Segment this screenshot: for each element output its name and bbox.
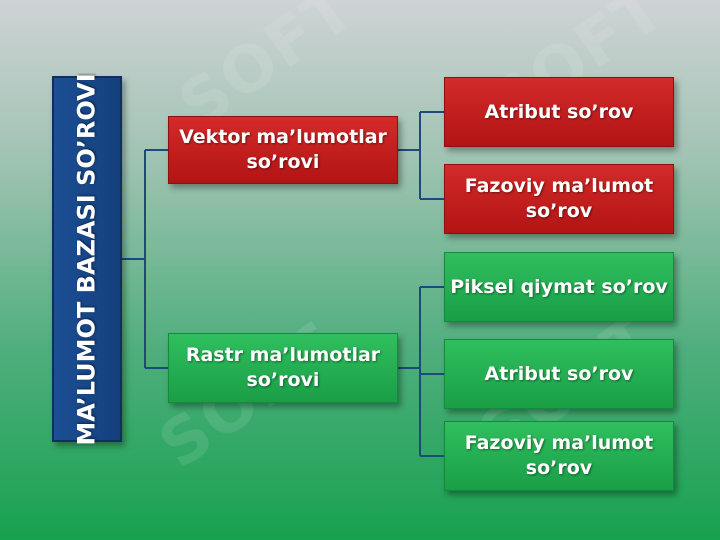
leaf-label: Atribut so’rov bbox=[484, 100, 634, 123]
leaf-label: Atribut so’rov bbox=[484, 362, 634, 385]
branch-vektor-label: Vektor ma’lumotlar so’rovi bbox=[179, 126, 387, 173]
leaf-rastr-fazoviy: Fazoviy ma’lumot so’rov bbox=[444, 421, 674, 491]
leaf-label: Fazoviy ma’lumot so’rov bbox=[464, 175, 654, 222]
leaf-vektor-atribut: Atribut so’rov bbox=[444, 77, 674, 147]
leaf-rastr-atribut: Atribut so’rov bbox=[444, 339, 674, 409]
root-label: MA’LUMOT BAZASI SO’ROVI bbox=[72, 72, 101, 446]
branch-vektor: Vektor ma’lumotlar so’rovi bbox=[168, 116, 398, 184]
leaf-label: Fazoviy ma’lumot so’rov bbox=[464, 432, 654, 479]
leaf-rastr-piksel: Piksel qiymat so’rov bbox=[444, 252, 674, 322]
leaf-vektor-fazoviy: Fazoviy ma’lumot so’rov bbox=[444, 164, 674, 234]
branch-rastr-label: Rastr ma’lumotlar so’rovi bbox=[185, 344, 381, 391]
leaf-label: Piksel qiymat so’rov bbox=[450, 275, 668, 298]
root-node: MA’LUMOT BAZASI SO’ROVI bbox=[52, 72, 122, 446]
branch-rastr: Rastr ma’lumotlar so’rovi bbox=[168, 333, 398, 403]
